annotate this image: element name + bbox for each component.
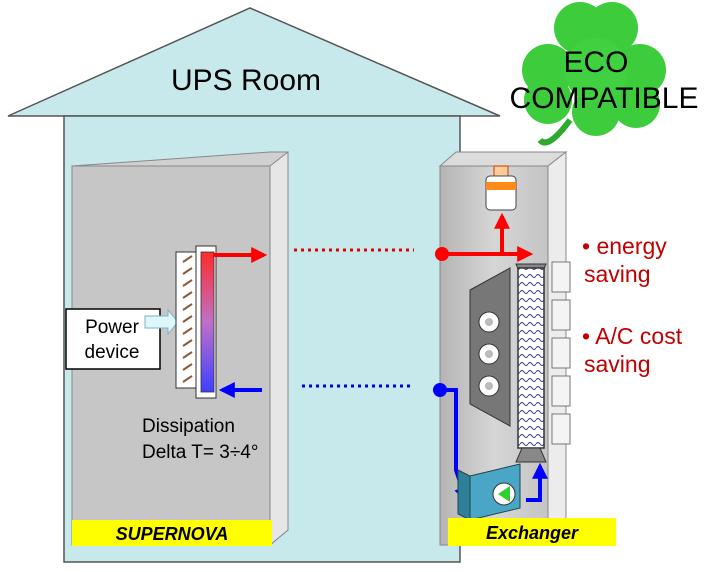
- heat-input-arrow: [144, 308, 179, 336]
- exchanger-label-box: [448, 518, 616, 546]
- eco-label-line2: COMPATIBLE: [510, 82, 699, 115]
- exchanger-label: Exchanger: [486, 523, 579, 543]
- heat-exchanger-coil-icon: [515, 263, 547, 463]
- fan-icon: [469, 267, 511, 427]
- power-device-label-line2: device: [85, 342, 140, 363]
- benefit-ac-line2: saving: [584, 351, 650, 377]
- benefit-ac-line1: • A/C cost: [582, 323, 683, 349]
- pump-icon: [457, 463, 521, 521]
- cold-plate-icon: [175, 245, 217, 399]
- expansion-tank-icon: [485, 165, 517, 211]
- room-title: UPS Room: [171, 64, 321, 97]
- benefit-energy-line1: • energy: [582, 233, 667, 259]
- supernova-cabinet: [71, 150, 289, 547]
- supernova-label: SUPERNOVA: [116, 524, 229, 544]
- eco-label-line1: ECO: [563, 46, 628, 79]
- outside-coil-icon: [551, 261, 571, 445]
- hot-flow-line: [214, 212, 534, 263]
- power-device-box: [65, 308, 161, 370]
- dissipation-label-line1: Dissipation: [142, 416, 235, 437]
- dissipation-label-line2: Delta T= 3÷4°: [142, 442, 258, 463]
- supernova-label-box: [72, 520, 272, 546]
- benefit-energy-line2: saving: [584, 261, 650, 287]
- power-device-label-line1: Power: [85, 317, 140, 338]
- four-leaf-clover-icon: [522, 2, 666, 146]
